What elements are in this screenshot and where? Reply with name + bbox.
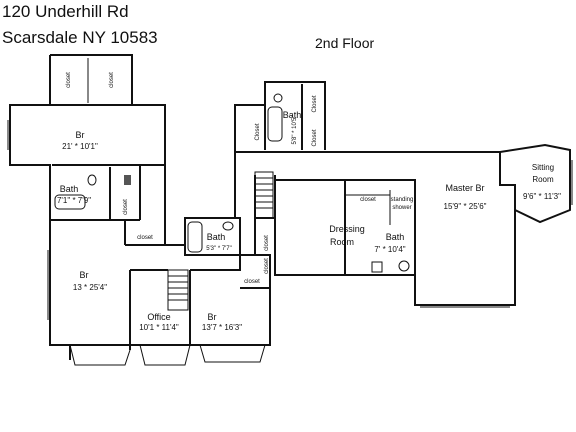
- room-bath-top-dims: 5'8" * 10'5": [292, 116, 298, 145]
- closet-label: Closet: [255, 123, 261, 140]
- walls: [9, 54, 571, 360]
- wall-office: [130, 270, 191, 346]
- closet-labels: closet closet closet closet Closet Close…: [66, 72, 413, 285]
- room-labels: Br 21' * 10'1" Bath 7'1" * 7'9" Br 13 * …: [57, 110, 561, 332]
- chimney-left: [124, 175, 131, 185]
- closet-label: closet: [264, 258, 270, 274]
- toilet-top-icon: [273, 93, 283, 103]
- bathtub-left-icon: [54, 194, 86, 210]
- closet-label: closet: [360, 197, 376, 203]
- wall-sitting: [499, 143, 571, 224]
- bay-br-left: [69, 344, 131, 366]
- room-br-mid-dims: 13'7 * 16'3": [202, 323, 242, 332]
- room-bath-master-dims: 7' * 10'4": [374, 245, 405, 254]
- toilet-master-icon: [398, 260, 410, 272]
- room-br-mid-name: Br: [208, 312, 217, 322]
- closet-label: closet: [264, 235, 270, 251]
- bay-br-mid: [199, 344, 266, 363]
- room-br-left-name: Br: [80, 270, 89, 280]
- room-dressing-line2: Room: [330, 237, 354, 247]
- bathtub-top-icon: [267, 106, 283, 142]
- closet-label: closet: [123, 199, 129, 215]
- wall-master: [414, 151, 516, 306]
- room-br-top-name: Br: [76, 130, 85, 140]
- room-bath-mid-dims: 5'3" * 7'7": [206, 246, 232, 252]
- stairs: [167, 171, 274, 311]
- wall-br-left-west: [49, 220, 71, 360]
- closet-label: Closet: [312, 129, 318, 146]
- shower-label-1: standing: [391, 197, 414, 203]
- room-dressing-line1: Dressing: [329, 224, 365, 234]
- closet-label: closet: [137, 235, 153, 241]
- room-master-name: Master Br: [445, 183, 484, 193]
- stair-north: [254, 171, 274, 219]
- bay-office: [139, 344, 191, 366]
- floor-label: 2nd Floor: [315, 35, 375, 51]
- bathtub-mid-icon: [187, 221, 203, 253]
- room-sitting-line2: Room: [532, 175, 554, 184]
- wall-corridor-left: [164, 165, 185, 246]
- shower-label-2: shower: [392, 205, 411, 211]
- wall-top-left: [9, 55, 51, 220]
- address-line-2: Scarsdale NY 10583: [2, 28, 158, 47]
- sink-master-icon: [371, 261, 383, 273]
- closet-label: Closet: [312, 95, 318, 112]
- closet-label: closet: [244, 279, 260, 285]
- room-office-dims: 10'1 * 11'4": [139, 323, 179, 332]
- wall-bath-top-wing: [234, 81, 326, 150]
- toilet-mid-icon: [222, 221, 234, 231]
- room-br-top-dims: 21' * 10'1": [62, 142, 98, 151]
- room-bath-top-name: Bath: [283, 110, 302, 120]
- room-sitting-dims: 9'6" * 11'3": [523, 192, 561, 201]
- closet-label: closet: [66, 72, 72, 88]
- toilet-left-icon: [87, 174, 97, 186]
- wall-br-left-bottom: [70, 344, 131, 350]
- wall-dressing-sw: [274, 175, 345, 276]
- room-bath-mid-name: Bath: [207, 232, 226, 242]
- room-office-name: Office: [147, 312, 170, 322]
- room-bath-left-name: Bath: [60, 184, 79, 194]
- fixtures: [54, 93, 410, 273]
- room-br-left-dims: 13 * 25'4": [73, 283, 107, 292]
- wall-bath-mid: [184, 217, 241, 256]
- stair-south: [167, 269, 189, 311]
- room-bath-master-name: Bath: [386, 232, 405, 242]
- closet-label: closet: [109, 72, 115, 88]
- room-master-dims: 15'9" * 25'6": [444, 202, 487, 211]
- room-sitting-line1: Sitting: [532, 163, 554, 172]
- address-line-1: 120 Underhill Rd: [2, 2, 129, 21]
- wall-top-right: [50, 54, 166, 166]
- windows: [7, 120, 573, 366]
- room-bath-left-dims: 7'1" * 7'9": [57, 196, 91, 205]
